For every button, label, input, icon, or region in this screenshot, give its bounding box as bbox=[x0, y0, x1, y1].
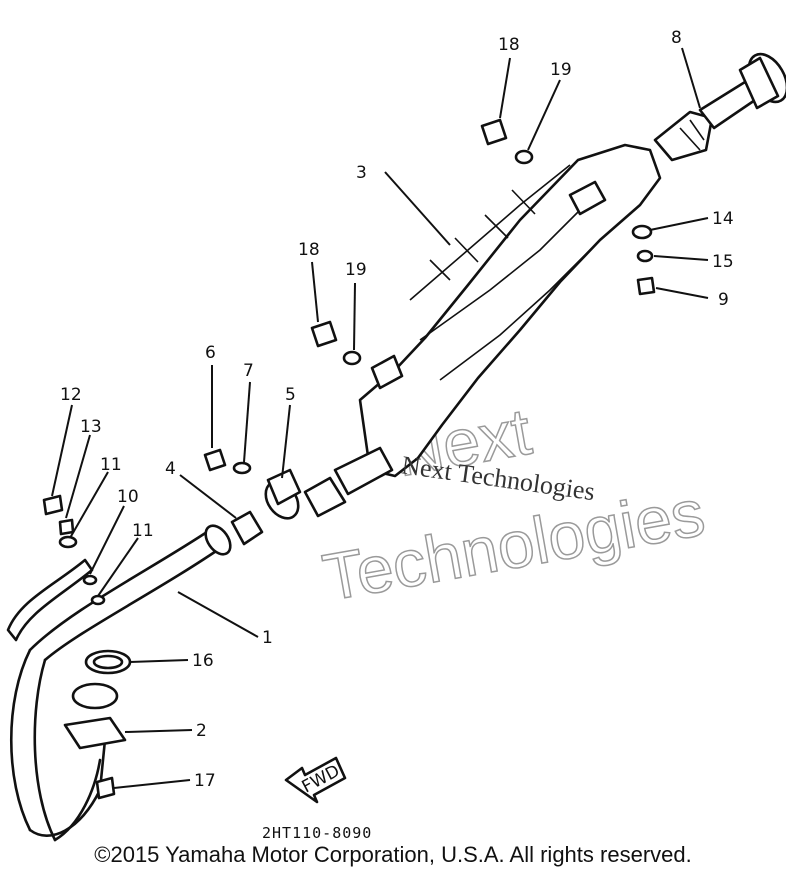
watermark-line2: Technologies bbox=[318, 475, 710, 615]
connector-pipe bbox=[303, 476, 347, 518]
part-1-exhaust-pipe bbox=[9, 524, 232, 842]
callout-19-middle: 19 bbox=[345, 260, 367, 280]
callout-16: 16 bbox=[192, 651, 214, 671]
callout-6: 6 bbox=[205, 343, 216, 363]
part-2-flange bbox=[63, 682, 127, 750]
callout-5: 5 bbox=[285, 385, 296, 405]
callout-15: 15 bbox=[712, 252, 734, 272]
callout-18-upper: 18 bbox=[498, 35, 520, 55]
callout-3: 3 bbox=[356, 163, 367, 183]
callout-14: 14 bbox=[712, 209, 734, 229]
callout-7: 7 bbox=[243, 361, 254, 381]
part-4-sleeve bbox=[230, 510, 264, 546]
leader-lines bbox=[51, 47, 709, 789]
fwd-arrow: FWD bbox=[284, 756, 347, 804]
callout-8: 8 bbox=[671, 28, 682, 48]
callout-11-upper: 11 bbox=[100, 455, 122, 475]
hardware bbox=[42, 118, 656, 800]
callout-10: 10 bbox=[117, 487, 139, 507]
callout-2: 2 bbox=[196, 721, 207, 741]
callout-18-middle: 18 bbox=[298, 240, 320, 260]
part-3-muffler bbox=[333, 143, 662, 496]
callout-1: 1 bbox=[262, 628, 273, 648]
callout-13: 13 bbox=[80, 417, 102, 437]
copyright-notice: ©2015 Yamaha Motor Corporation, U.S.A. A… bbox=[94, 842, 692, 867]
part-8-spark-arrester bbox=[653, 52, 786, 162]
callout-numbers: 18 19 8 3 14 15 9 18 19 6 7 5 4 1 16 2 1… bbox=[60, 28, 734, 791]
callout-19-upper: 19 bbox=[550, 60, 572, 80]
callout-12: 12 bbox=[60, 385, 82, 405]
callout-11-lower: 11 bbox=[132, 521, 154, 541]
callout-17: 17 bbox=[194, 771, 216, 791]
diagram-reference-code: 2HT110-8090 bbox=[262, 824, 372, 842]
part-16-gasket bbox=[84, 649, 132, 675]
callout-4: 4 bbox=[165, 459, 176, 479]
callout-9: 9 bbox=[718, 290, 729, 310]
part-10-bracket bbox=[6, 558, 94, 642]
part-5-clamp bbox=[264, 468, 302, 520]
